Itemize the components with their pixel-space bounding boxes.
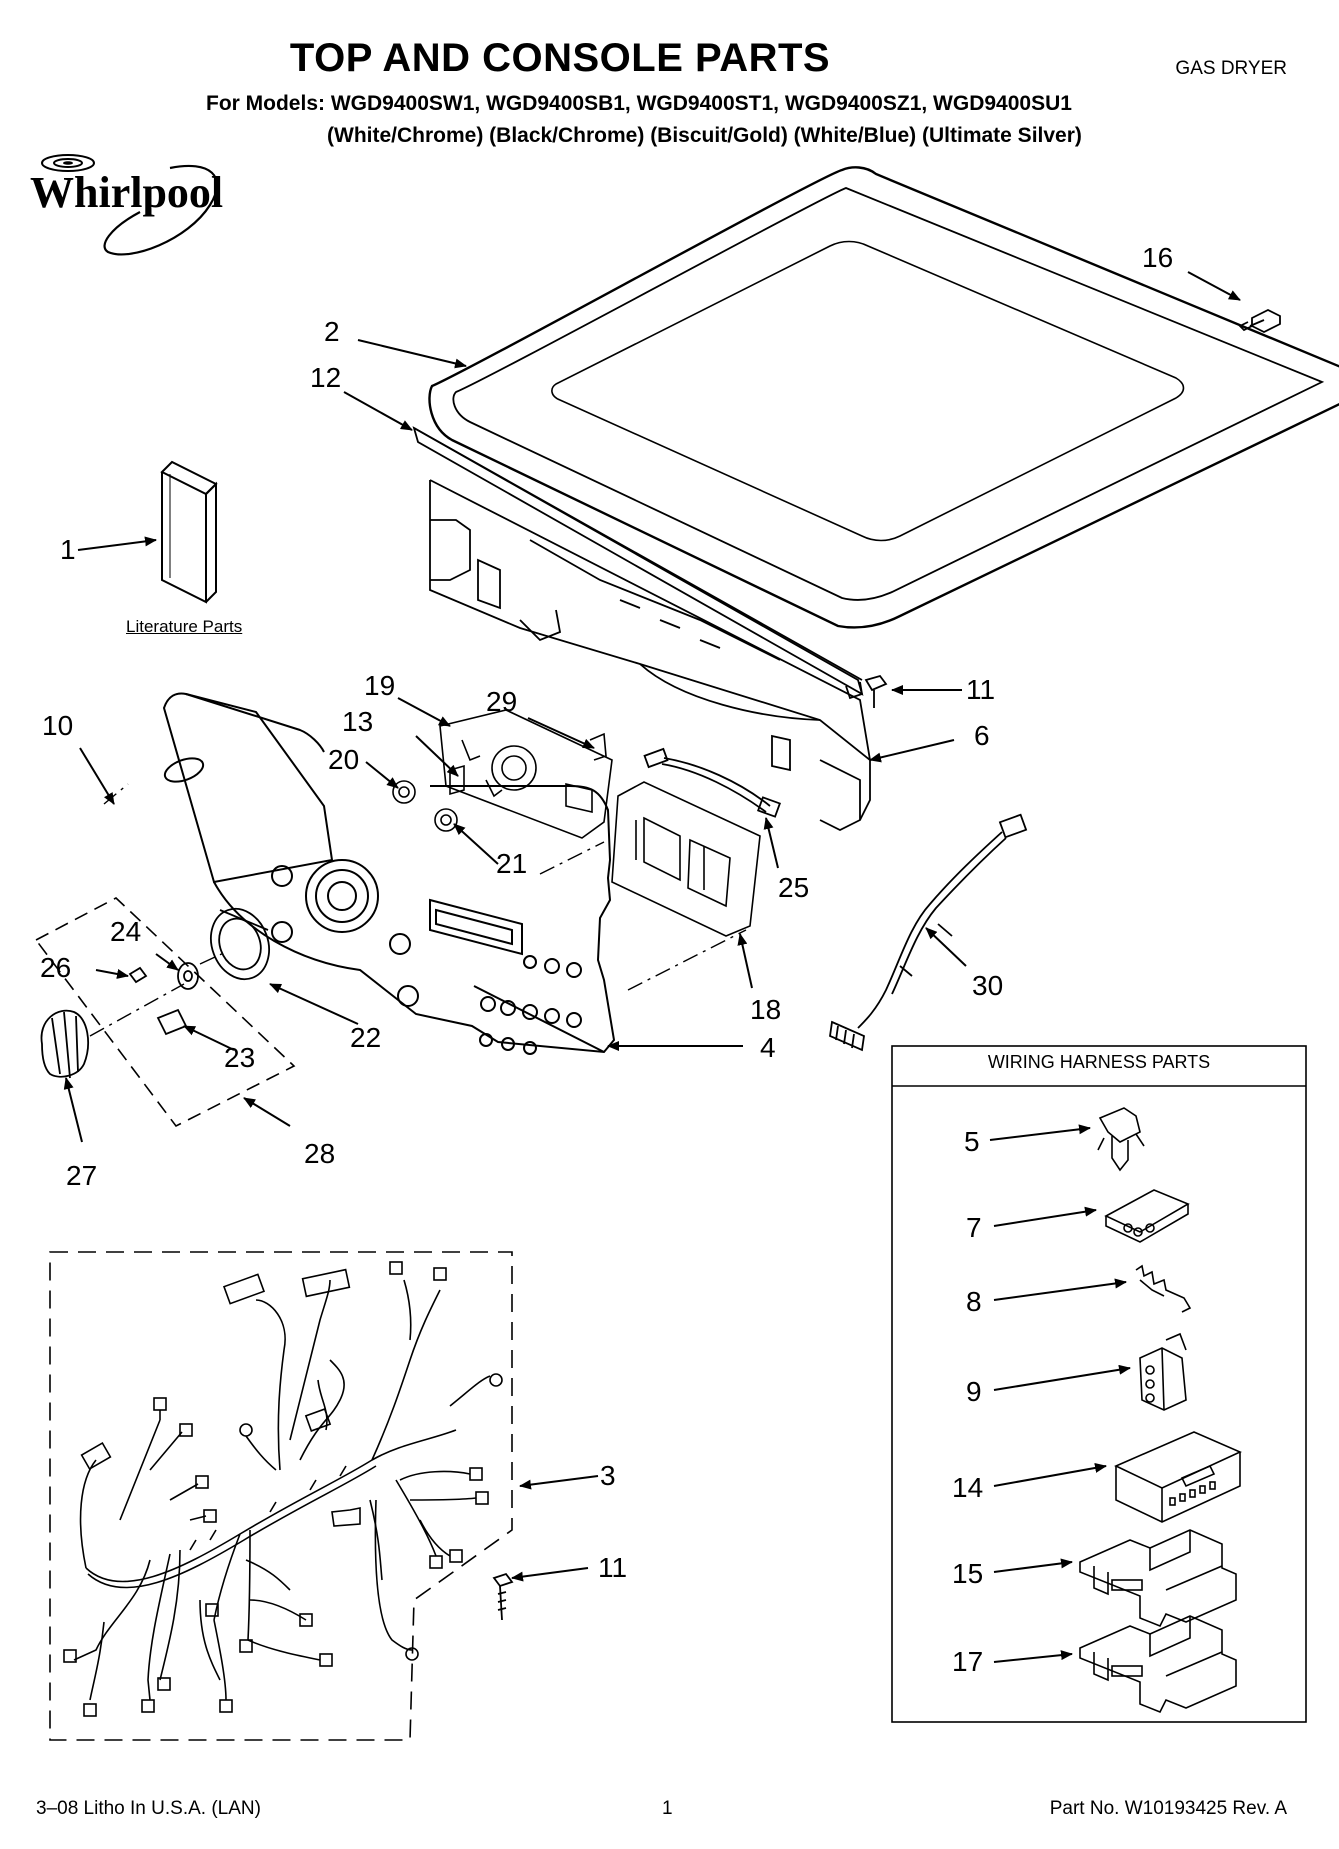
callout-6: 6 [974,720,990,751]
control-board-part [439,709,613,839]
screw-part-11-lower [492,1572,514,1621]
callout-29: 29 [486,686,518,717]
selector-knob-parts [392,764,465,832]
connector-part-9 [1139,1332,1187,1411]
wiring-harness-title: WIRING HARNESS PARTS [987,1052,1211,1072]
terminal-part-8 [1135,1264,1192,1313]
callout-16: 16 [1142,242,1174,273]
connector-housing-part-17 [1079,1615,1237,1714]
callout-15: 15 [952,1558,984,1589]
whirlpool-logo: Whirlpool [30,154,223,256]
models-line: For Models: WGD9400SW1, WGD9400SB1, WGD9… [206,92,1072,115]
callout-27: 27 [66,1160,98,1191]
harness-clip-part-5 [1097,1107,1145,1172]
litho-note: 3–08 Litho In U.S.A. (LAN) [36,1798,261,1819]
page-number: 1 [662,1798,673,1819]
callout-10: 10 [42,710,74,741]
callout-18: 18 [750,994,782,1025]
wire-assembly-part-30 [829,813,1028,1052]
literature-book-part [160,460,218,604]
brand-wordmark: Whirlpool [30,168,223,217]
callout-13: 13 [342,706,374,737]
part-number: Part No. W10193425 Rev. A [1049,1798,1287,1819]
callout-21: 21 [496,848,528,879]
callout-9: 9 [966,1376,982,1407]
callout-4: 4 [760,1032,776,1063]
callout-2: 2 [324,316,340,347]
callout-1: 1 [60,534,76,565]
main-wiring-harness-part [49,1251,513,1741]
callout-19: 19 [364,670,396,701]
connector-housing-part-15 [1079,1529,1237,1628]
callout-20: 20 [328,744,360,775]
callout-11-lower: 11 [598,1552,628,1583]
finishes-line: (White/Chrome) (Black/Chrome) (Biscuit/G… [327,124,1082,147]
callout-8: 8 [966,1286,982,1317]
callout-23: 23 [224,1042,256,1073]
appliance-type-label: GAS DRYER [1175,58,1287,79]
callout-22: 22 [350,1022,382,1053]
rotary-knob-assembly [40,907,270,1079]
callout-14: 14 [952,1472,984,1503]
screw-part-11-upper [864,674,888,708]
page-title: TOP AND CONSOLE PARTS [289,36,831,80]
callout-24: 24 [110,916,142,947]
console-frame-part [412,426,871,832]
leader-arrows [63,271,1241,1663]
callout-3: 3 [600,1460,616,1491]
connector-housing-part-14 [1114,1431,1242,1523]
callout-25: 25 [778,872,810,903]
top-panel-part [428,166,1339,629]
callout-17: 17 [952,1646,984,1677]
callout-11-upper: 11 [966,674,996,705]
callout-26: 26 [40,952,72,983]
console-panel-part [162,692,616,1055]
literature-parts-label: Literature Parts [126,617,243,636]
knob-group-dashed-box [34,897,296,1128]
callout-12: 12 [310,362,342,393]
electronic-board-part [611,781,761,937]
callout-30: 30 [972,970,1004,1001]
wiring-harness-box [891,1045,1307,1723]
connector-part-7 [1104,1189,1190,1243]
wire-assembly-part-25 [643,747,782,818]
callout-28: 28 [304,1138,336,1169]
screw-part-16 [1238,308,1281,334]
callout-5: 5 [964,1126,980,1157]
callout-7: 7 [966,1212,982,1243]
